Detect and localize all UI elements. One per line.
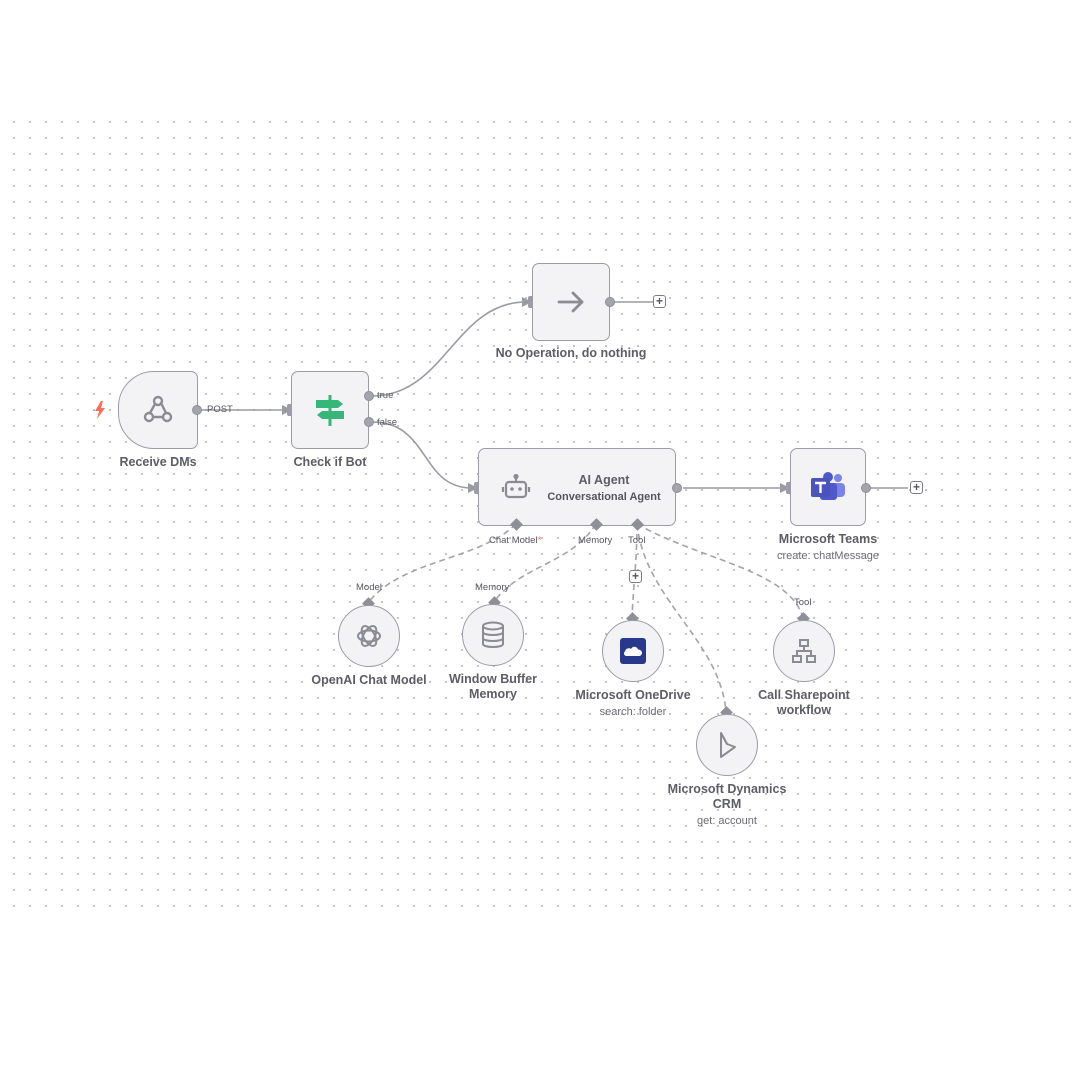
sitemap-icon (789, 636, 819, 666)
port-label-model: Model (356, 582, 382, 593)
node-openai-chat-model[interactable] (338, 605, 400, 667)
node-receive-dms[interactable] (118, 371, 198, 449)
node-label-microsoft-onedrive: Microsoft OneDrive (575, 688, 691, 702)
required-marker: * (537, 535, 542, 546)
arrow-head-agent (468, 483, 478, 493)
onedrive-subtitle: search: folder (599, 706, 667, 718)
port-label-true: true (377, 390, 394, 401)
edge-check-true-to-noop[interactable] (371, 301, 527, 397)
edge-memory-connection[interactable] (493, 523, 597, 603)
edge-model-connection[interactable] (367, 523, 517, 604)
node-label-call-sharepoint-workflow: Call Sharepoint workflow (744, 688, 864, 718)
port-label-chat-model: Chat Model* (489, 535, 542, 546)
onedrive-icon (620, 638, 646, 664)
node-microsoft-onedrive[interactable] (602, 620, 664, 682)
node-label-openai-chat-model: OpenAI Chat Model (311, 673, 427, 687)
port-label-memory: Memory (578, 535, 613, 546)
tool-add-button[interactable]: + (629, 570, 642, 583)
sharepoint-label-line2: workflow (776, 703, 832, 717)
port-label-memory-in: Memory (475, 582, 510, 593)
check-true-port[interactable] (364, 391, 374, 401)
noop-output-port[interactable] (605, 297, 615, 307)
dynamics-icon (713, 729, 743, 761)
dynamics-label-line1: Microsoft Dynamics (667, 782, 787, 796)
node-microsoft-dynamics-crm[interactable] (696, 714, 758, 776)
node-window-buffer-memory[interactable] (462, 604, 524, 666)
node-ai-agent[interactable]: AI Agent Conversational Agent (478, 448, 676, 526)
agent-input-port[interactable] (474, 482, 480, 494)
dynamics-label-line2: CRM (712, 797, 742, 811)
noop-input-port[interactable] (528, 296, 534, 308)
port-label-tool-in: Tool (794, 597, 812, 608)
robot-icon (501, 473, 531, 503)
agent-output-port[interactable] (672, 483, 682, 493)
agent-subtitle: Conversational Agent (547, 491, 661, 503)
teams-output-port[interactable] (861, 483, 871, 493)
node-microsoft-teams[interactable] (790, 448, 866, 526)
node-label-no-operation: No Operation, do nothing (495, 346, 647, 360)
signpost-icon (312, 392, 348, 428)
receive-output-port[interactable] (192, 405, 202, 415)
port-label-post: POST (207, 404, 233, 415)
port-label-tool: Tool (628, 535, 646, 546)
agent-title: AI Agent (578, 473, 630, 487)
teams-input-port[interactable] (786, 482, 792, 494)
arrow-head-teams (780, 483, 790, 493)
edge-tool-dynamics[interactable] (636, 523, 727, 713)
teams-icon (809, 471, 847, 503)
memory-label-line2: Memory (469, 687, 517, 701)
node-label-window-buffer-memory: Window Buffer Memory (433, 672, 553, 702)
node-check-if-bot[interactable] (291, 371, 369, 449)
check-input-port[interactable] (287, 404, 293, 416)
node-call-sharepoint-workflow[interactable] (773, 620, 835, 682)
teams-subtitle: create: chatMessage (776, 550, 880, 562)
check-false-port[interactable] (364, 417, 374, 427)
memory-label-line1: Window Buffer (448, 672, 538, 686)
node-label-microsoft-teams: Microsoft Teams (778, 532, 878, 546)
node-label-microsoft-dynamics-crm: Microsoft Dynamics CRM (652, 782, 802, 812)
noop-add-button[interactable]: + (653, 295, 666, 308)
sharepoint-label-line1: Call Sharepoint (758, 688, 850, 702)
lightning-icon (93, 400, 107, 420)
node-label-receive-dms: Receive DMs (119, 455, 197, 469)
openai-icon (353, 620, 385, 652)
node-label-check-if-bot: Check if Bot (293, 455, 367, 469)
edge-check-false-to-agent[interactable] (371, 421, 473, 489)
dynamics-subtitle: get: account (697, 815, 757, 827)
arrow-right-icon (554, 285, 588, 319)
port-label-false: false (377, 417, 398, 428)
node-no-operation[interactable] (532, 263, 610, 341)
webhook-icon (141, 392, 175, 426)
teams-add-button[interactable]: + (910, 481, 923, 494)
edge-tool-sharepoint[interactable] (636, 523, 804, 619)
arrow-head-noop (522, 297, 532, 307)
database-icon (478, 619, 508, 651)
